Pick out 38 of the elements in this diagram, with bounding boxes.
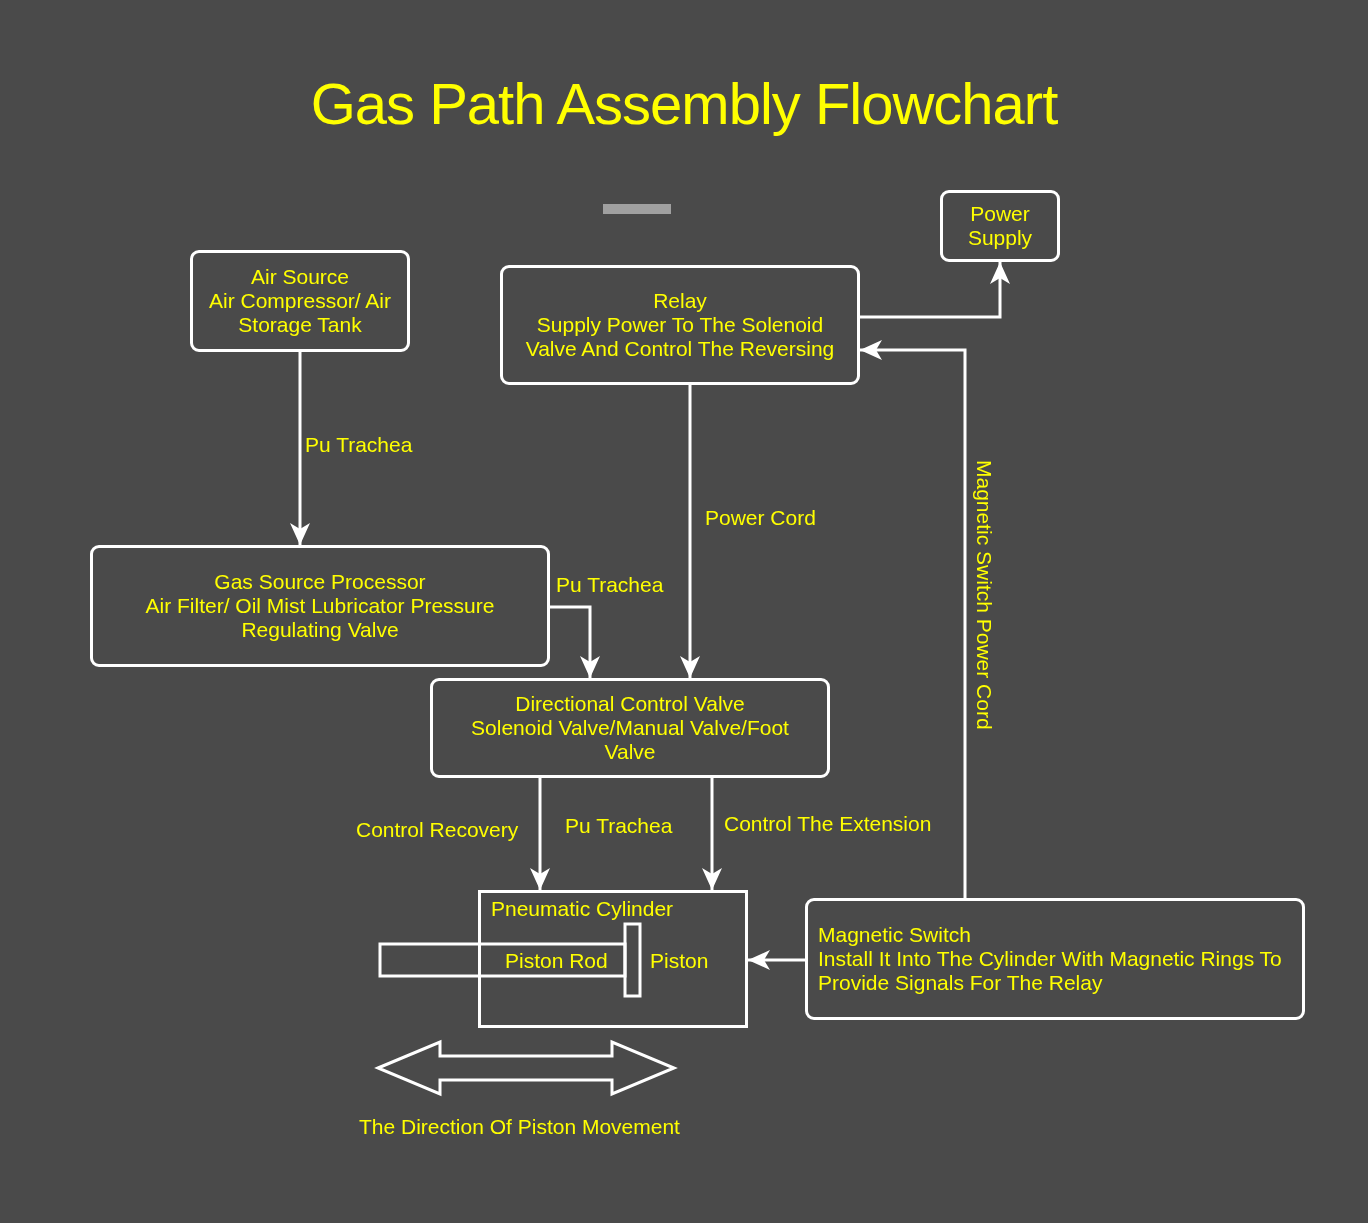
arrow (702, 778, 722, 890)
arrow (860, 340, 967, 898)
arrow (748, 950, 805, 970)
node-text: Install It Into The Cylinder With Magnetic Rings To Provide Signals For The Relay (818, 947, 1283, 995)
node-text: Solenoid Valve/Manual Valve/Foot Valve (470, 716, 790, 764)
node-title: Air Source (250, 265, 349, 289)
edge-label: Control Recovery (356, 818, 519, 842)
text-label: Pu Trachea (565, 814, 673, 838)
node-title: Relay (653, 289, 707, 313)
part-label: Piston Rod (505, 949, 608, 973)
node-text: Air Filter/ Oil Mist Lubricator Pressure Regulating Valve (144, 594, 496, 642)
cylinder-box (478, 890, 748, 1028)
title: Gas Path Assembly Flowchart (309, 70, 1059, 137)
edge-label: Magnetic Switch Power Cord (972, 460, 996, 730)
node-title: Power Supply (966, 202, 1034, 250)
process-box (805, 898, 1305, 1020)
edge-label: Pu Trachea (556, 573, 664, 597)
process-box (430, 678, 830, 778)
part-label: Piston (650, 949, 709, 973)
arrow (680, 385, 700, 678)
node-title: Gas Source Processor (214, 570, 426, 594)
arrow (290, 352, 310, 545)
process-box (90, 545, 550, 667)
edge-label: Power Cord (705, 506, 816, 530)
caption-label: The Direction Of Piston Movement (359, 1115, 680, 1139)
process-box (190, 250, 410, 352)
node-title: Directional Control Valve (515, 692, 745, 716)
arrow (550, 605, 600, 678)
node-title: Magnetic Switch (818, 923, 971, 947)
process-box (500, 265, 860, 385)
arrow (530, 778, 550, 890)
process-box (940, 190, 1060, 262)
arrow (860, 262, 1010, 319)
node-text: Supply Power To The Solenoid Valve And Control The Reversing (524, 313, 836, 361)
node-title: Pneumatic Cylinder (491, 897, 674, 921)
edge-label: Pu Trachea (305, 433, 413, 457)
edge-label: Control The Extension (724, 812, 932, 836)
node-text: Air Compressor/ Air Storage Tank (207, 289, 392, 337)
